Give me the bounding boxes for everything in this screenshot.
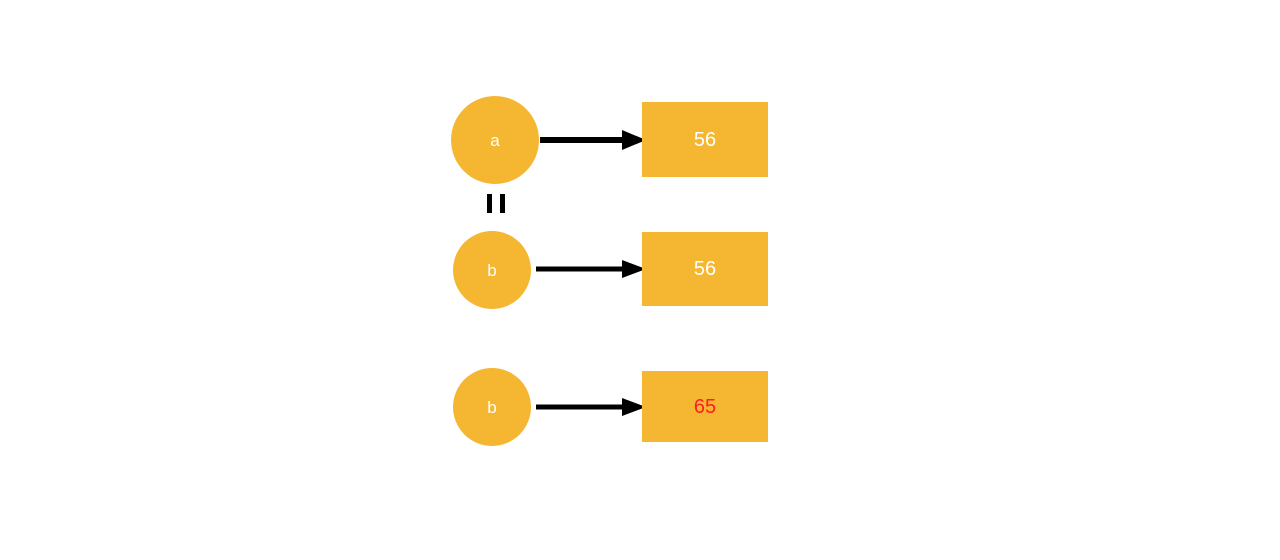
equals-bar-right [500,194,505,213]
value-box-label: 56 [693,128,717,151]
arrow-b-to-56 [534,258,646,280]
variable-node-a[interactable]: a [451,96,539,184]
value-box-row-1[interactable]: 56 [642,102,768,177]
variable-node-label: b [487,397,497,417]
value-box-label: 56 [693,258,717,280]
variable-node-label: a [490,130,500,150]
variable-node-b-aliased[interactable]: b [453,231,531,309]
equals-bar-left [487,194,492,213]
equals-icon [487,194,505,213]
variable-node-label: b [487,260,497,280]
value-box-label: 65 [693,395,717,418]
value-box-row-2[interactable]: 56 [642,232,768,306]
value-box-row-3[interactable]: 65 [642,371,768,442]
arrow-a-to-56 [538,128,646,152]
variable-node-b-reassigned[interactable]: b [453,368,531,446]
arrow-b-to-65 [534,396,646,418]
